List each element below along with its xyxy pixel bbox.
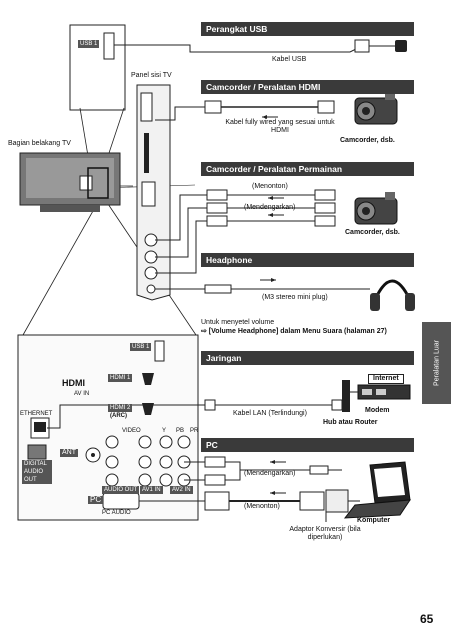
side-jack-headphone <box>146 284 156 294</box>
camcorder-hdmi-icon <box>354 92 398 125</box>
rear-hdmi1-port <box>142 373 154 385</box>
laptop-icon <box>343 461 411 519</box>
hdmi1-label: HDMI 1 <box>108 374 133 382</box>
pb-label: PB <box>176 428 185 434</box>
usb1-label: USB 1 <box>78 40 100 48</box>
side-tab-label: Peralatan Luar <box>433 340 440 386</box>
lan-cable-label: Kabel LAN (Terlindungi) <box>233 410 307 417</box>
av-device-label: Camcorder, dsb. <box>345 229 400 236</box>
computer-label: Komputer <box>357 517 391 524</box>
pr-label: PR <box>190 428 199 434</box>
pc-section-header: PC <box>201 438 414 452</box>
av2-in-label: AV2 IN <box>170 486 193 494</box>
router-icon <box>342 380 350 412</box>
rca-right-plugs <box>314 189 336 227</box>
camcorder-av-icon <box>354 192 398 225</box>
usb-section-header: Perangkat USB <box>201 22 414 36</box>
headphone-icon <box>370 279 415 311</box>
digital-audio-port <box>27 444 47 460</box>
internet-label: Internet <box>368 374 404 384</box>
headphone-cable-label: (M3 stereo mini plug) <box>262 294 328 301</box>
usb-port-slot <box>103 32 115 60</box>
pc-audio-label: PC AUDIO <box>102 510 131 516</box>
hdmi-section-header: Camcorder / Peralatan HDMI <box>201 80 414 94</box>
usb-cable-label: Kabel USB <box>272 56 307 63</box>
pc-audio-label: (Mendengarkan) <box>244 470 296 477</box>
usb-device-icon <box>395 40 407 52</box>
av1-in-label: AV1 IN <box>140 486 163 494</box>
modem-label: Modem <box>365 407 390 414</box>
hdmi-logo: HDMI <box>62 378 85 388</box>
side-tab: Peralatan Luar <box>422 322 451 404</box>
rear-hdmi2-port <box>142 403 154 415</box>
av-audio-label: (Mendengarkan) <box>244 204 296 211</box>
ant-label: ANT <box>60 449 78 457</box>
rca-left-plugs <box>206 189 228 227</box>
rear-usb1-label: USB 1 <box>130 343 152 351</box>
rear-usb-port <box>154 340 165 362</box>
adapter-label: Adaptor Konversir (bila diperlukan) <box>289 526 361 541</box>
av-video-label: (Menonton) <box>252 183 288 190</box>
hdmi-cable-label: Kabel fully wired yang sesuai untuk HDMI <box>225 119 335 134</box>
side-hdmi-port <box>141 181 156 207</box>
digital-audio-label: DIGITAL AUDIO OUT <box>22 460 52 484</box>
rear-panel-label: Bagian belakang TV <box>8 140 71 147</box>
y-label: Y <box>162 428 167 434</box>
headphone-section-header: Headphone <box>201 253 414 267</box>
side-card-slot <box>144 133 149 173</box>
volume-note-line2: ⇨ [Volume Headphone] dalam Menu Suara (h… <box>201 328 387 335</box>
router-label: Hub atau Router <box>323 419 378 426</box>
adapter-icon <box>325 489 349 513</box>
video-label: VIDEO <box>122 428 141 434</box>
network-section-header: Jaringan <box>201 351 414 365</box>
arc-label: (ARC) <box>110 413 127 419</box>
pc-video-label: (Menonton) <box>244 503 280 510</box>
av-jack-grid <box>105 435 191 487</box>
volume-note-line1: Untuk menyetel volume <box>201 319 275 326</box>
usb-port-frame <box>69 24 126 111</box>
av-in-label: AV IN <box>74 391 90 397</box>
vga-port <box>102 492 140 510</box>
page-number: 65 <box>420 612 434 626</box>
tv-rear-icon <box>19 152 121 212</box>
pc-port-label: PC <box>88 495 104 504</box>
side-panel-label: Panel sisi TV <box>131 72 172 79</box>
hdmi2-label: HDMI 2 <box>108 404 133 412</box>
audio-out-label: AUDIO OUT <box>102 486 140 494</box>
av-section-header: Camcorder / Peralatan Permainan <box>201 162 414 176</box>
ethernet-label: ETHERNET <box>20 411 53 417</box>
side-usb-port <box>140 92 153 122</box>
hdmi-device-label: Camcorder, dsb. <box>340 137 395 144</box>
